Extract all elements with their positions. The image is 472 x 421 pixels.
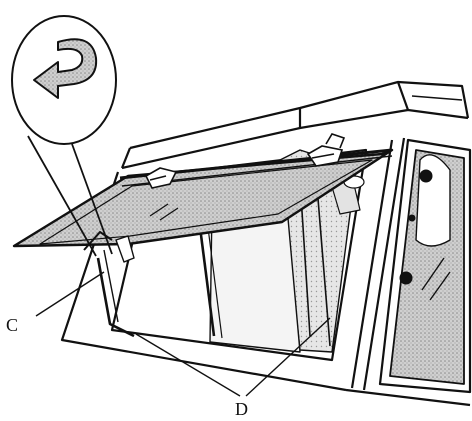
upper-latches [144, 133, 346, 189]
leader-lines [35, 271, 331, 397]
callout-c: C [6, 315, 19, 335]
cab-roof [120, 80, 470, 170]
side-door [378, 138, 472, 394]
callout-d: D [235, 399, 248, 419]
rotate-arrow-icon [33, 38, 98, 99]
sliding-window-assembly [83, 231, 135, 338]
